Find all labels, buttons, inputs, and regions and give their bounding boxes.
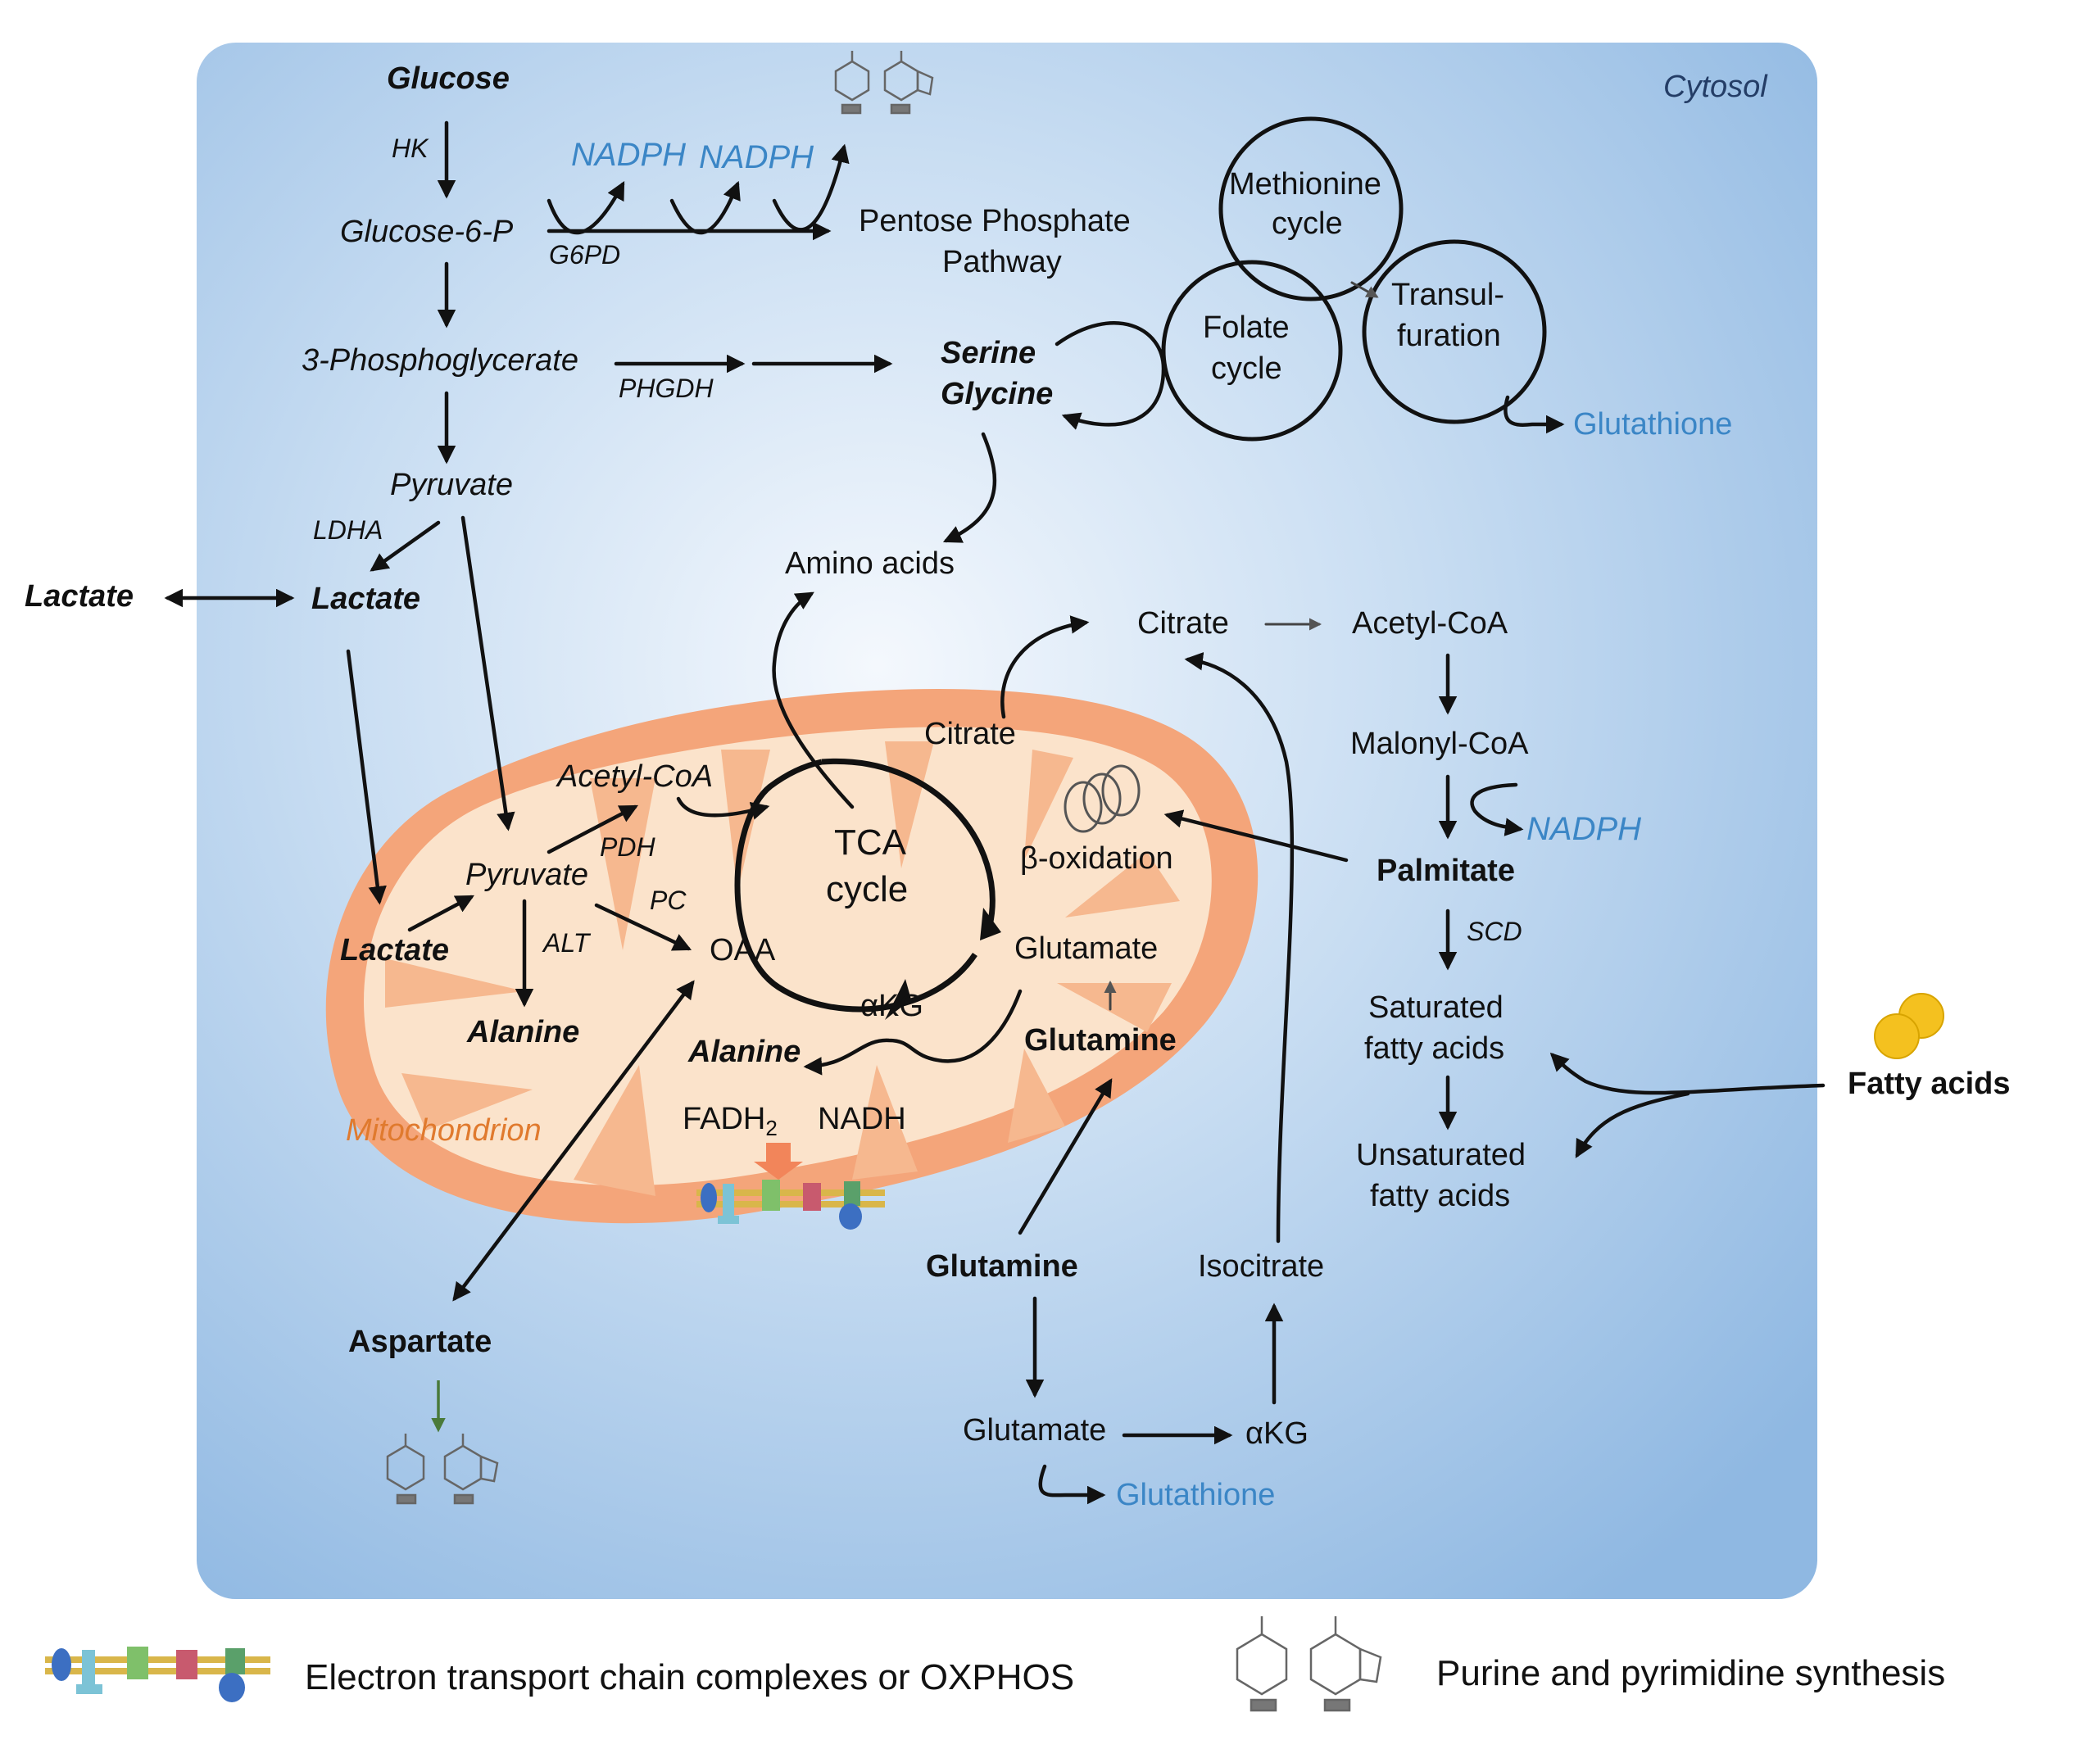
phgdh-label: PHGDH xyxy=(619,374,714,403)
lactate-extracellular-label: Lactate xyxy=(25,579,134,614)
mito-lactate-label: Lactate xyxy=(340,933,449,967)
nadh-label: NADH xyxy=(818,1102,906,1136)
lactate-cytosol-label: Lactate xyxy=(311,582,420,616)
phosphoglycerate-label: 3-Phosphoglycerate xyxy=(302,343,578,378)
mito-akg-label: αKG xyxy=(860,989,923,1023)
glutathione-top-label: Glutathione xyxy=(1573,407,1732,442)
legend-etc-icon xyxy=(45,1647,270,1702)
saturated-line1: Saturated xyxy=(1368,990,1504,1025)
methionine-cycle xyxy=(1218,116,1404,301)
glucose-label: Glucose xyxy=(387,61,510,96)
tca-line2: cycle xyxy=(826,869,908,909)
pdh-label: PDH xyxy=(600,832,655,862)
mito-pyruvate-label: Pyruvate xyxy=(465,858,588,892)
g6pd-label: G6PD xyxy=(549,240,620,270)
mito-acetyl-coa-label: Acetyl-CoA xyxy=(556,759,713,794)
acetyl-coa-cytosol-label: Acetyl-CoA xyxy=(1352,606,1508,641)
nadph-fa-label: NADPH xyxy=(1526,811,1641,847)
aspartate-label: Aspartate xyxy=(348,1325,492,1359)
hk-label: HK xyxy=(392,134,429,163)
mito-alanine-label: Alanine xyxy=(466,1015,579,1049)
transsulf-line1: Transul- xyxy=(1391,278,1504,312)
alt-label: ALT xyxy=(542,928,592,958)
akg-cytosol-label: αKG xyxy=(1245,1416,1309,1451)
transsulf-line2: furation xyxy=(1397,319,1501,353)
scd-label: SCD xyxy=(1467,917,1522,946)
glycine-label: Glycine xyxy=(941,377,1053,411)
nucleotide-icon xyxy=(834,51,934,115)
methionine-line2: cycle xyxy=(1272,206,1343,241)
palmitate-label: Palmitate xyxy=(1377,854,1515,888)
folate-line2: cycle xyxy=(1211,351,1282,386)
glutamine-cytosol-label: Glutamine xyxy=(926,1249,1078,1284)
pyruvate-label: Pyruvate xyxy=(390,468,513,502)
mito-alanine2-label: Alanine xyxy=(687,1035,801,1069)
mito-glutamine-label: Glutamine xyxy=(1024,1023,1177,1058)
tca-cycle xyxy=(734,758,1001,1020)
legend-etc-label: Electron transport chain complexes or OX… xyxy=(305,1657,1074,1697)
amino-acids-label: Amino acids xyxy=(785,546,955,581)
malonyl-coa-label: Malonyl-CoA xyxy=(1350,727,1529,761)
pc-label: PC xyxy=(650,886,687,915)
cytosol-label: Cytosol xyxy=(1663,70,1768,104)
ppp-nadph-1-label: NADPH xyxy=(571,137,686,173)
electron-flow-arrow xyxy=(754,1143,803,1180)
glutamate-cytosol-label: Glutamate xyxy=(963,1413,1106,1448)
glutathione-bottom-label: Glutathione xyxy=(1116,1478,1275,1512)
etc-complexes-icon xyxy=(696,1180,885,1230)
glucose-6-p-label: Glucose-6-P xyxy=(340,215,514,249)
isocitrate-label: Isocitrate xyxy=(1198,1249,1324,1284)
transsulfuration-cycle xyxy=(1362,239,1547,424)
tca-line1: TCA xyxy=(834,822,907,863)
unsaturated-line2: fatty acids xyxy=(1370,1179,1510,1213)
ldha-label: LDHA xyxy=(313,515,383,545)
fatty-acids-label: Fatty acids xyxy=(1848,1067,2011,1101)
ppp-line2-label: Pathway xyxy=(942,245,1062,279)
unsaturated-line1: Unsaturated xyxy=(1356,1138,1526,1172)
mito-citrate-label: Citrate xyxy=(924,717,1016,751)
methionine-line1: Methionine xyxy=(1229,167,1381,202)
legend-purine-label: Purine and pyrimidine synthesis xyxy=(1436,1653,1945,1693)
folate-line1: Folate xyxy=(1203,310,1290,345)
beta-oxidation-spiral xyxy=(1064,764,1141,833)
fadh2-label: FADH2 xyxy=(683,1102,778,1140)
ppp-nadph-2-label: NADPH xyxy=(699,139,814,175)
nucleotide-icon xyxy=(386,1434,499,1505)
beta-oxidation-label: β-oxidation xyxy=(1020,841,1173,876)
saturated-line2: fatty acids xyxy=(1364,1031,1504,1066)
citrate-cytosol-label: Citrate xyxy=(1137,606,1229,641)
serine-label: Serine xyxy=(941,336,1036,370)
fatty-acid-droplets-icon xyxy=(1874,993,1944,1059)
mitochondrion-label: Mitochondrion xyxy=(346,1113,542,1148)
ppp-line1-label: Pentose Phosphate xyxy=(859,204,1131,238)
folate-cycle xyxy=(1161,260,1343,442)
mito-glutamate-label: Glutamate xyxy=(1014,931,1158,966)
legend-nucleotide-icon xyxy=(1236,1616,1382,1712)
